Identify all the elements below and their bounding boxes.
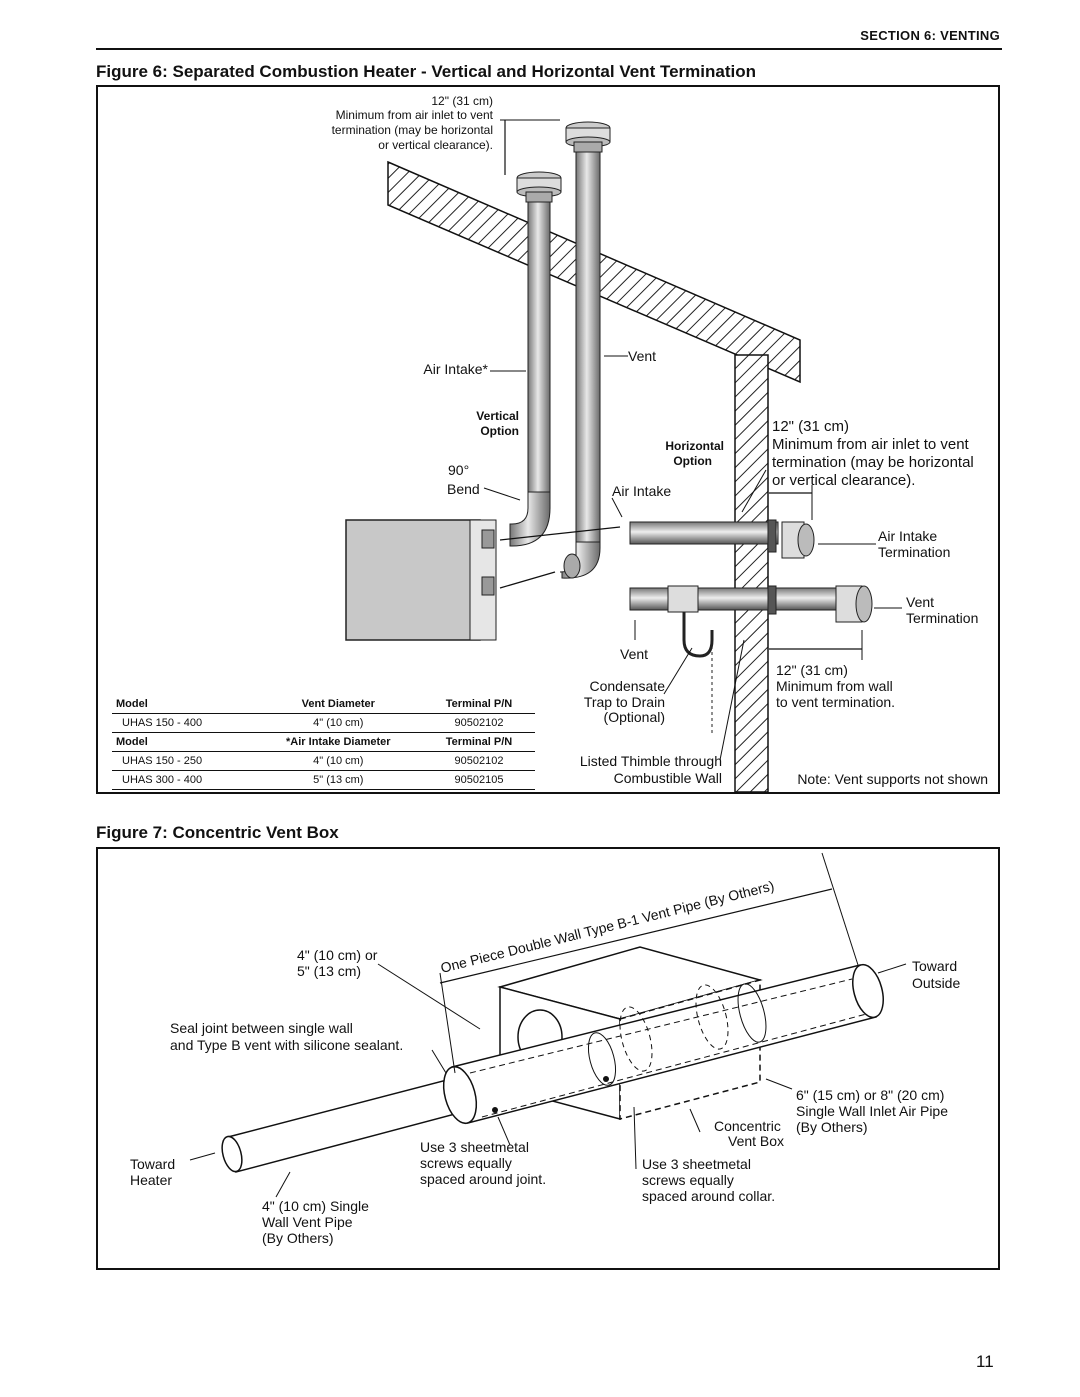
air-intake-bend [509,491,551,547]
label-seal-2: and Type B vent with silicone sealant. [170,1037,403,1053]
vent-supports-note: Note: Vent supports not shown [797,771,988,787]
label-diameter-1: 4" (10 cm) or [297,947,378,963]
wall-clearance-note: 12" (31 cm) Minimum from wall to vent te… [776,662,895,710]
table-header-row: Model Vent Diameter Terminal P/N [112,695,535,714]
horizontal-vent-pipe [629,587,841,611]
svg-text:Minimum from wall: Minimum from wall [776,678,893,694]
header-rule [96,48,1002,50]
label-air-intake: Air Intake [612,483,671,499]
figure7-diagram: One Piece Double Wall Type B-1 Vent Pipe… [130,852,960,1246]
horizontal-air-intake-pipe [629,521,779,545]
svg-text:to vent termination.: to vent termination. [776,694,895,710]
label-vertical-option-2: Option [480,424,519,438]
label-horizontal-option-1: Horizontal [665,439,724,453]
b1-vent-pipe [442,963,884,1125]
label-horizontal-option-2: Option [673,454,712,468]
label-box-2: Vent Box [728,1133,784,1149]
svg-text:termination (may be horizontal: termination (may be horizontal [772,454,974,471]
vent-diameter-table: Model Vent Diameter Terminal P/N UHAS 15… [112,695,535,790]
figure7-title: Figure 7: Concentric Vent Box [96,823,339,842]
svg-text:Minimum from air inlet to vent: Minimum from air inlet to vent [772,436,970,453]
table-row: UHAS 150 - 250 4" (10 cm) 90502102 [112,751,535,771]
label-vent-low: Vent [620,646,648,662]
vertical-air-intake-pipe [527,199,551,493]
label-vent-term-1: Vent [906,594,934,610]
label-thimble-2: Combustible Wall [614,770,722,786]
svg-text:12" (31 cm): 12" (31 cm) [431,94,493,108]
label-screws-joint-1: Use 3 sheetmetal [420,1139,529,1155]
wall [734,354,769,793]
svg-text:or vertical clearance).: or vertical clearance). [772,472,915,489]
label-box-1: Concentric [714,1118,781,1134]
label-screws-joint-3: spaced around joint. [420,1171,546,1187]
label-seal-1: Seal joint between single wall [170,1020,353,1036]
horizontal-intake-termination [781,521,815,559]
label-screws-collar-3: spaced around collar. [642,1188,775,1204]
condensate-note: Condensate Trap to Drain (Optional) [584,678,665,725]
label-single-wall-2: Wall Vent Pipe [262,1214,353,1230]
label-inlet-3: (By Others) [796,1119,868,1135]
table-header-row: Model *Air Intake Diameter Terminal P/N [112,732,535,752]
svg-text:12" (31 cm): 12" (31 cm) [776,662,848,678]
label-air-intake-star: Air Intake* [423,361,488,377]
vertical-vent-cap [565,121,611,153]
label-bend-1: 90° [448,462,469,478]
label-screws-collar-2: screws equally [642,1172,734,1188]
label-vertical-option-1: Vertical [476,409,519,423]
figure6-diagram: 12" (31 cm) Minimum from air inlet to ve… [332,94,988,793]
figure6-frame [96,85,1000,794]
label-single-wall-3: (By Others) [262,1230,334,1246]
label-inlet-2: Single Wall Inlet Air Pipe [796,1103,948,1119]
svg-text:termination (may be horizontal: termination (may be horizontal [332,123,493,137]
label-bend-2: Bend [447,481,480,497]
label-toward-outside-1: Toward [912,958,957,974]
label-toward-outside-2: Outside [912,975,960,991]
svg-text:Condensate: Condensate [589,678,665,694]
label-vent-top: Vent [628,348,656,364]
vertical-vent-pipe [575,149,601,543]
section-header: SECTION 6: VENTING [860,28,1000,43]
label-inlet-1: 6" (15 cm) or 8" (20 cm) [796,1087,944,1103]
horizontal-vent-termination [835,585,873,623]
label-air-intake-term-2: Termination [878,544,950,560]
heater-unit [345,519,481,641]
figure6-title: Figure 6: Separated Combustion Heater - … [96,62,756,81]
label-single-wall-1: 4" (10 cm) Single [262,1198,369,1214]
right-clearance-note: 12" (31 cm) Minimum from air inlet to ve… [772,418,974,489]
label-screws-joint-2: screws equally [420,1155,512,1171]
svg-text:Minimum from air inlet to vent: Minimum from air inlet to vent [336,108,494,122]
label-screws-collar-1: Use 3 sheetmetal [642,1156,751,1172]
page-number: 11 [976,1352,994,1371]
label-thimble-1: Listed Thimble through [580,753,722,769]
condensate-trap [682,612,714,658]
label-vent-term-2: Termination [906,610,978,626]
label-toward-heater-1: Toward [130,1156,175,1172]
label-toward-heater-2: Heater [130,1172,172,1188]
table-row: UHAS 300 - 400 5" (13 cm) 90502105 [112,770,535,790]
figure7-frame [96,847,1000,1270]
svg-text:or vertical clearance).: or vertical clearance). [378,138,493,152]
svg-text:Trap to Drain: Trap to Drain [584,694,665,710]
table-row: UHAS 150 - 400 4" (10 cm) 90502102 [112,713,535,733]
svg-text:(Optional): (Optional) [604,709,665,725]
svg-text:12" (31 cm): 12" (31 cm) [772,418,849,435]
label-diameter-2: 5" (13 cm) [297,963,361,979]
vertical-intake-cap [516,171,562,203]
top-clearance-note: 12" (31 cm) Minimum from air inlet to ve… [332,94,494,152]
label-air-intake-term-1: Air Intake [878,528,937,544]
